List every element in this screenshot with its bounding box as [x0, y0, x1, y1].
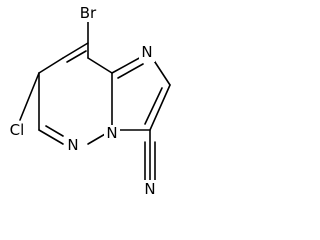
- bridgehead-nitrogen-label: N: [106, 124, 117, 142]
- bond-c2-c3: [149, 84, 171, 131]
- n4-label-bg: [65, 136, 81, 154]
- bond-n5-n4: [38, 129, 64, 145]
- bond-c2-c3-inner: [144, 87, 163, 125]
- chlorine-label: Cl: [10, 121, 25, 139]
- nitrile-n-label-bg: [142, 180, 158, 198]
- bromine-label: Br: [80, 4, 97, 22]
- imidazole-nitrogen-label: N: [141, 43, 152, 61]
- pyridazine-nitrogen-label: N: [67, 136, 78, 154]
- bond-n5-n4-inner: [45, 125, 64, 137]
- bond-c8a-n1-inner: [117, 63, 144, 79]
- bridgehead-label-bg: [104, 125, 120, 143]
- bond-c8a-n1: [111, 55, 144, 74]
- molecule-structure: Br Cl N N N N: [4, 4, 171, 198]
- bond-c8-c7-inner: [66, 50, 87, 63]
- n1-label-bg: [139, 44, 155, 62]
- br-label-bg: [73, 4, 103, 22]
- bond-c8a-c8-top: [87, 57, 113, 74]
- bond-c7-c6: [38, 57, 64, 74]
- nitrile-nitrogen-label: N: [144, 180, 155, 198]
- bond-c8-c7: [62, 42, 89, 59]
- cl-label-bg: [4, 121, 30, 139]
- bond-c6-cl: [19, 72, 40, 121]
